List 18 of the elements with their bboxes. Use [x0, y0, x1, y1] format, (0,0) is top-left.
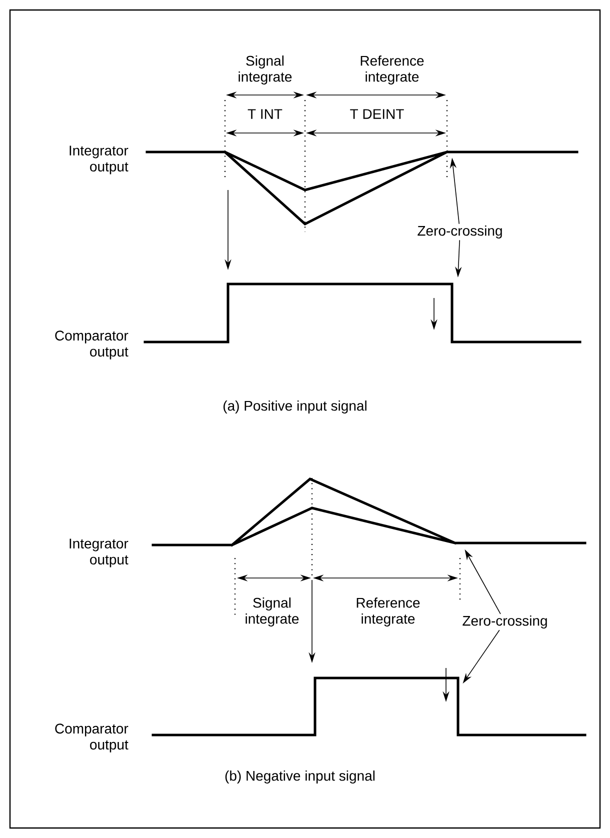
integrator-waveform: [146, 150, 578, 226]
integrator-waveform: [152, 478, 586, 546]
interval-label: Reference integrate: [360, 56, 424, 85]
interval-label: Signal integrate: [246, 597, 299, 627]
caption: (a) Positive input signal: [224, 400, 366, 414]
interval-label: Signal integrate: [238, 55, 292, 85]
caption: (b) Negative input signal: [225, 770, 375, 784]
signal-label: Comparator output: [55, 724, 128, 752]
signal-label: Comparator output: [55, 330, 128, 360]
signal-label: Integrator output: [70, 538, 128, 568]
interval-label: T INT: [248, 109, 282, 119]
callout-label: Zero-crossing: [462, 615, 547, 629]
comparator-waveform: [144, 282, 582, 344]
signal-label: Integrator output: [70, 146, 128, 174]
interval-label: Reference integrate: [356, 598, 420, 627]
comparator-waveform: [152, 676, 586, 736]
callout-label: Zero-crossing: [418, 225, 502, 239]
interval-label: T DEINT: [350, 109, 404, 119]
